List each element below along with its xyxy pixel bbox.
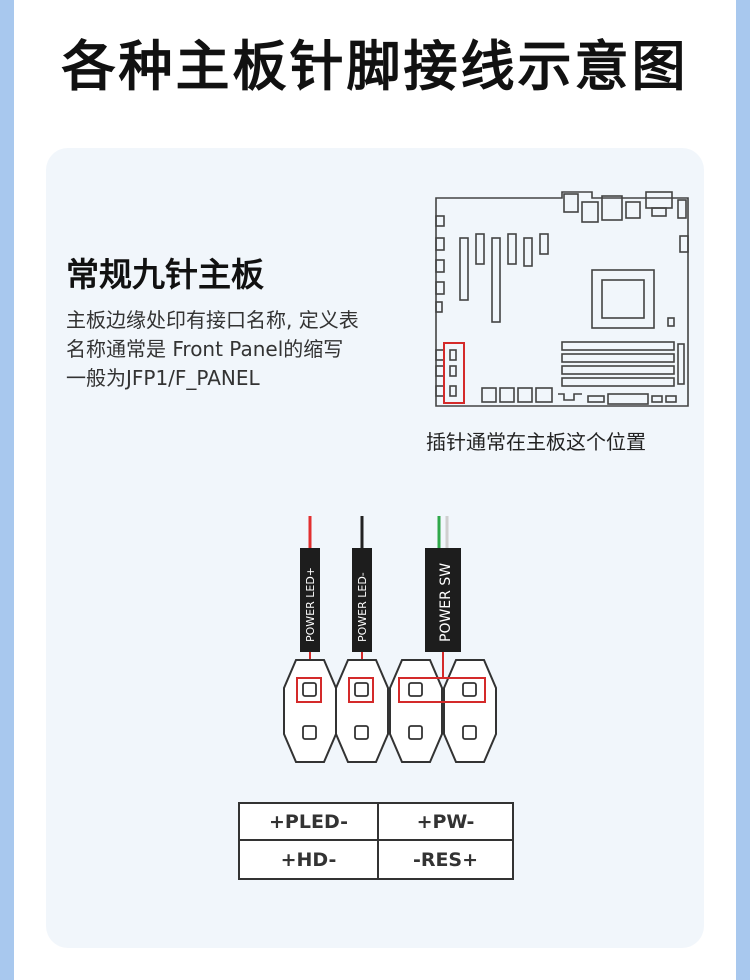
pin-definition-table: +PLED- +PW- +HD- -RES+ — [238, 802, 514, 880]
pin-header-diagram: POWER LED+ POWER LED- POWER SW — [283, 516, 497, 763]
pin-highlight — [296, 677, 322, 703]
description-line: 主板边缘处印有接口名称, 定义表 — [66, 308, 359, 332]
pin — [408, 725, 423, 740]
pin-highlight — [348, 677, 374, 703]
description-line: 名称通常是 Front Panel的缩写 — [66, 337, 344, 361]
page: 各种主板针脚接线示意图 常规九针主板 主板边缘处印有接口名称, 定义表 名称通常… — [14, 0, 736, 980]
section-title: 常规九针主板 — [66, 255, 264, 294]
pin — [408, 682, 423, 697]
front-panel-highlight — [443, 342, 465, 404]
pin-group — [283, 659, 337, 763]
motherboard-diagram — [435, 191, 689, 407]
pin-label-pw: +PW- — [379, 804, 512, 841]
connector-label: POWER LED- — [356, 572, 369, 642]
description: 主板边缘处印有接口名称, 定义表 名称通常是 Front Panel的缩写 一般… — [66, 306, 426, 393]
pin — [302, 682, 317, 697]
board-outline — [435, 191, 689, 407]
pin — [462, 682, 477, 697]
pin-group — [335, 659, 389, 763]
pin — [354, 682, 369, 697]
pin-label-hd: +HD- — [240, 841, 379, 878]
board-caption: 插针通常在主板这个位置 — [426, 430, 646, 454]
pin-highlight — [398, 677, 486, 703]
pin-group — [389, 659, 443, 763]
pin — [354, 725, 369, 740]
pin — [302, 725, 317, 740]
pin-label-res: -RES+ — [412, 848, 479, 871]
connector-label: POWER LED+ — [304, 567, 317, 642]
description-line: 一般为JFP1/F_PANEL — [66, 366, 260, 390]
pin-group — [443, 659, 497, 763]
connector-power-led-minus — [352, 548, 372, 652]
page-title: 各种主板针脚接线示意图 — [61, 35, 689, 98]
connector-label: POWER SW — [438, 563, 454, 642]
pin-label-pled: +PLED- — [240, 804, 379, 841]
connector-power-sw — [425, 548, 461, 652]
connector-power-led-plus — [300, 548, 320, 652]
pin — [462, 725, 477, 740]
